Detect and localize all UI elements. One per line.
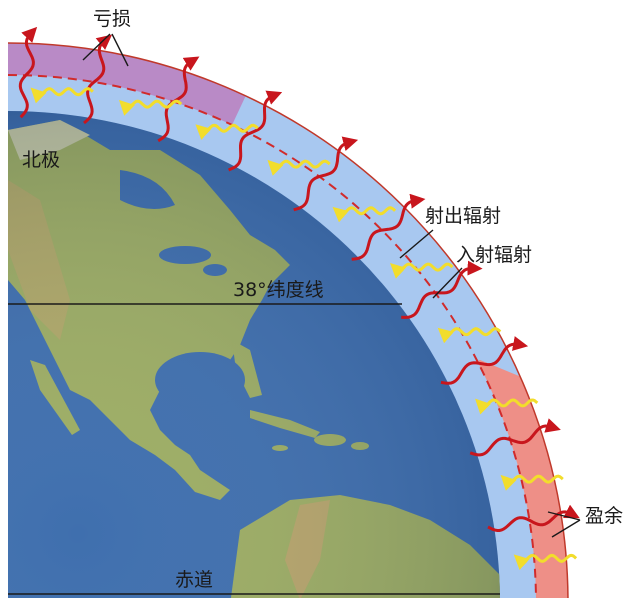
label-equator: 赤道 bbox=[175, 569, 214, 591]
outgoing-radiation-arrow bbox=[83, 34, 113, 125]
label-incoming-radiation: 入射辐射 bbox=[456, 244, 533, 266]
outgoing-radiation-arrow bbox=[227, 90, 283, 172]
incoming-radiation-arrow bbox=[267, 159, 331, 176]
incoming-radiation-arrow bbox=[475, 398, 539, 415]
outgoing-radiation-arrow bbox=[351, 193, 426, 261]
outgoing-radiation-arrow bbox=[18, 26, 38, 119]
incoming-radiation-arrow bbox=[195, 123, 259, 140]
label-outgoing-radiation: 射出辐射 bbox=[425, 205, 502, 227]
dashed-boundary bbox=[7, 74, 537, 598]
incoming-radiation-arrow bbox=[118, 99, 183, 116]
incoming-radiation-arrow bbox=[513, 553, 578, 571]
outgoing-radiation-arrow bbox=[469, 418, 561, 457]
label-latitude-38: 38°纬度线 bbox=[233, 279, 324, 301]
outgoing-radiation-arrow bbox=[293, 136, 359, 212]
label-deficit: 亏损 bbox=[93, 8, 132, 30]
incoming-radiation-arrow bbox=[437, 327, 502, 344]
incoming-radiation-arrow bbox=[30, 87, 94, 104]
outgoing-radiation-arrow bbox=[487, 504, 580, 532]
outgoing-radiation-arrow bbox=[440, 336, 529, 385]
incoming-radiation-arrow bbox=[390, 262, 454, 279]
incoming-radiation-arrow bbox=[332, 206, 397, 223]
label-north-pole: 北极 bbox=[22, 149, 61, 171]
label-surplus: 盈余 bbox=[585, 505, 624, 527]
incoming-radiation-arrow bbox=[500, 474, 564, 491]
